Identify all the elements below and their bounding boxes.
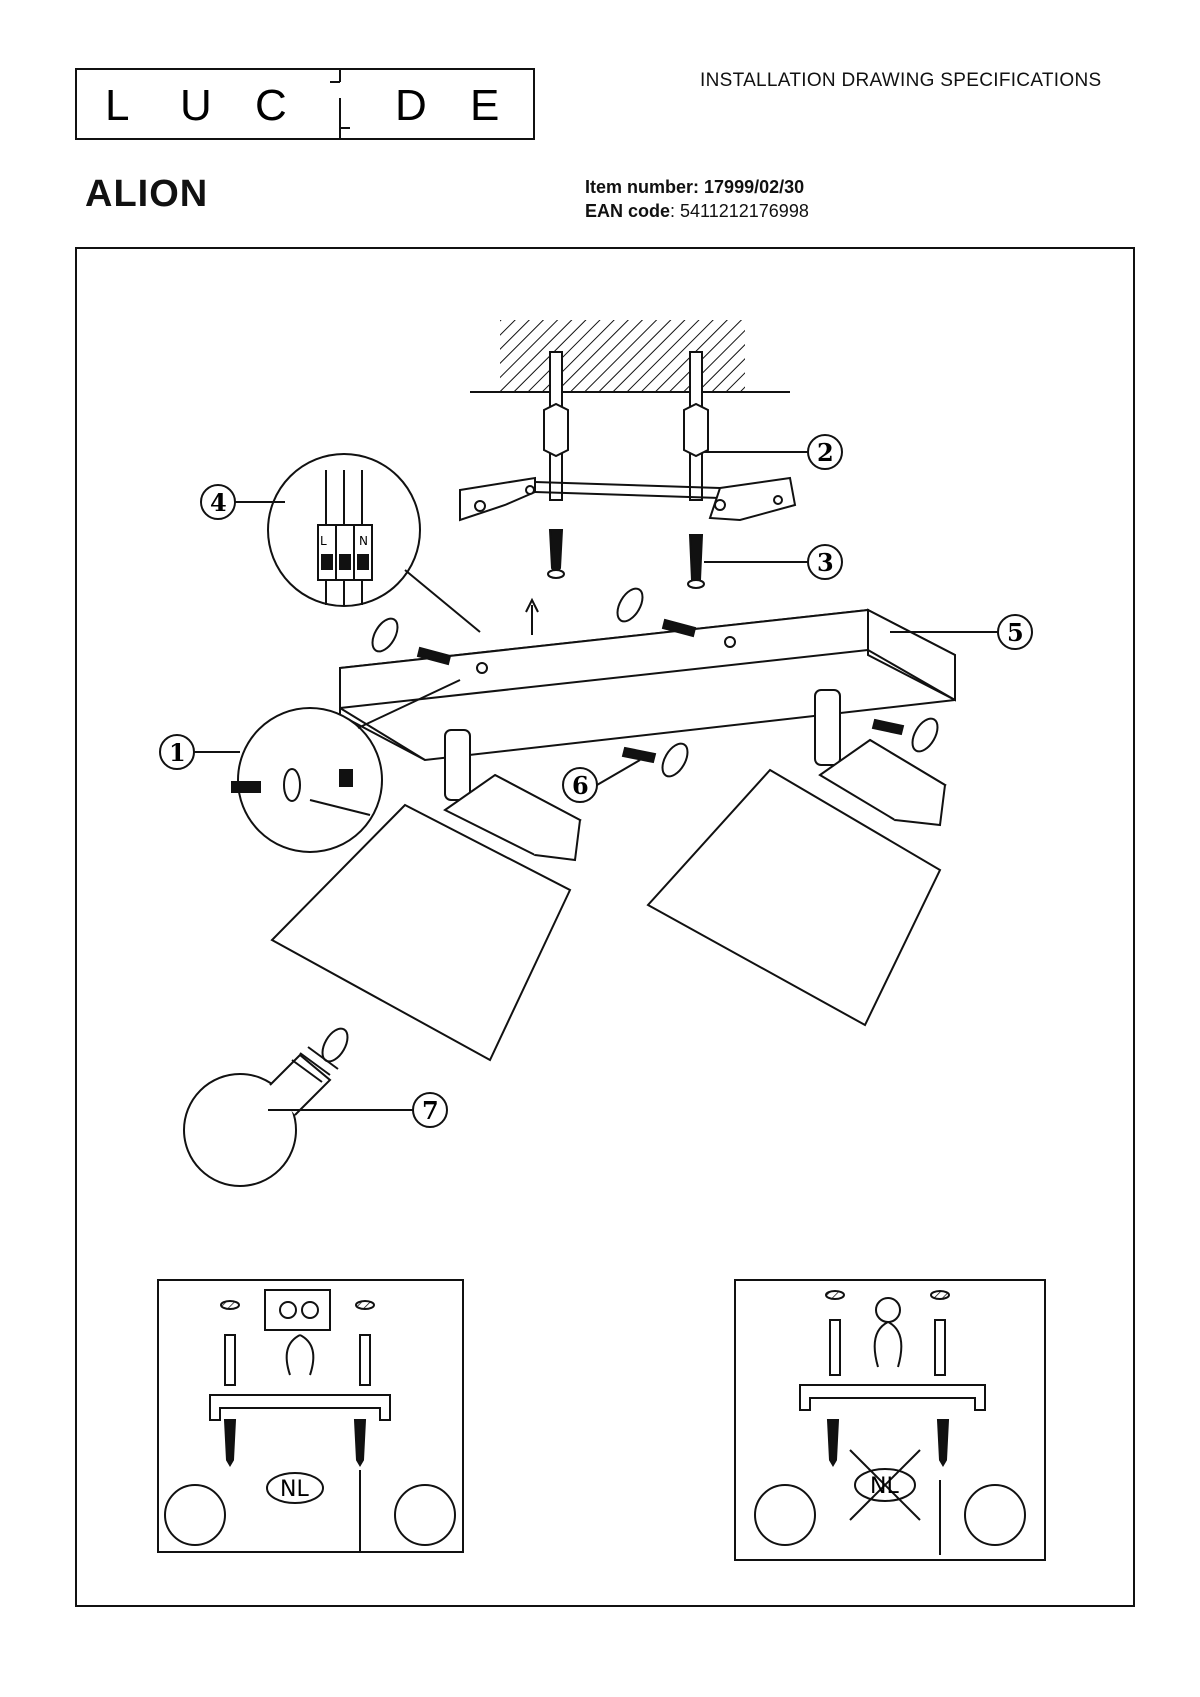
- callout-7: 7: [268, 1092, 448, 1128]
- wall-plugs: [543, 351, 709, 501]
- ean-code-label: EAN code: [585, 201, 671, 221]
- lucide-logo: L U C D E: [75, 68, 535, 140]
- ean-code-value: : 5411212176998: [670, 201, 809, 221]
- inset-right: [734, 1279, 1046, 1561]
- inset-left: [157, 1279, 464, 1553]
- svg-text:5: 5: [1007, 618, 1024, 647]
- item-number-label: Item number:: [585, 177, 700, 197]
- drawing-frame: [75, 247, 1135, 1607]
- svg-text:2: 2: [817, 438, 834, 467]
- callout-4: 4: [200, 484, 285, 520]
- logo-letter-d: D: [395, 81, 427, 130]
- callout-5: 5: [890, 614, 1033, 650]
- logo-letter-e: E: [470, 81, 499, 130]
- svg-text:6: 6: [572, 771, 589, 800]
- ceiling: [470, 320, 790, 393]
- screw-detail: [231, 679, 461, 853]
- mounting-bracket: [459, 476, 797, 522]
- svg-text:3: 3: [817, 548, 834, 577]
- up-arrow: [525, 597, 539, 635]
- terminal-detail: [267, 453, 481, 633]
- inset-right-label: NL: [870, 1474, 899, 1499]
- callout-1: 1: [159, 734, 240, 770]
- svg-text:4: 4: [210, 488, 227, 517]
- callout-3: 3: [704, 544, 843, 580]
- callout-6: 6: [562, 759, 641, 803]
- spot-left: [270, 729, 582, 1062]
- svg-text:7: 7: [422, 1096, 439, 1125]
- rotation-arrows: [371, 587, 939, 778]
- light-bulb: [183, 1027, 349, 1187]
- document-type: INSTALLATION DRAWING SPECIFICATIONS: [700, 70, 1102, 91]
- product-name: ALION: [85, 173, 209, 215]
- logo-letter-c: C: [255, 81, 287, 130]
- spot-right: [646, 689, 947, 1027]
- inset-left-label: NL: [280, 1477, 309, 1502]
- terminal-label-n: N: [359, 534, 368, 548]
- logo-letter-u: U: [180, 81, 212, 130]
- mounting-screws: [547, 529, 705, 589]
- canopy-bar: [339, 608, 956, 762]
- product-meta: Item number: 17999/02/30 EAN code: 54112…: [585, 175, 809, 223]
- item-number-value: 17999/02/30: [704, 177, 805, 197]
- terminal-label-l: L: [320, 534, 327, 548]
- logo-letter-l: L: [105, 81, 129, 130]
- callout-2: 2: [704, 434, 843, 470]
- canopy-screws: [416, 618, 905, 764]
- svg-text:1: 1: [169, 738, 186, 767]
